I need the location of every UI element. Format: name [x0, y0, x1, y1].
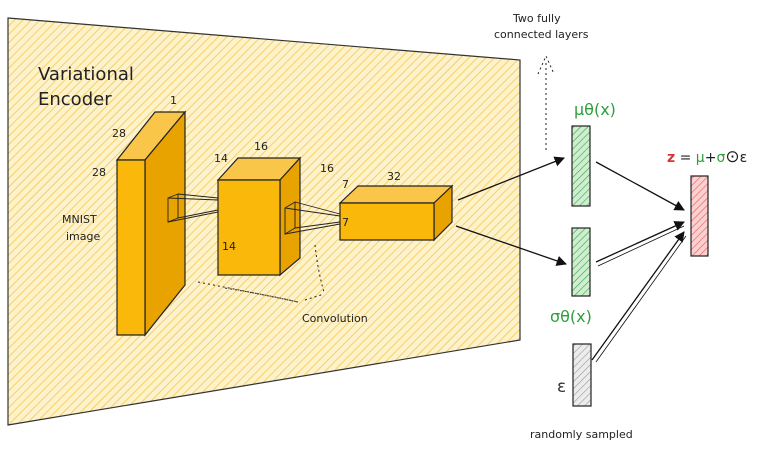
input-label-line2: image [66, 230, 100, 243]
arrow-to-mu [457, 156, 565, 201]
z-eps: ε [740, 150, 748, 166]
input-depth-label: 1 [170, 94, 177, 107]
sigma-label: σθ(x) [550, 307, 592, 326]
mu-label: μθ(x) [574, 100, 616, 119]
fc-label-line1: Two fully [512, 12, 561, 25]
conv2-block [338, 184, 454, 242]
conv2-height2-label: 7 [342, 216, 349, 229]
conv2-depth-label: 32 [387, 170, 401, 183]
conv1-block [216, 156, 302, 277]
z-eq: = [675, 150, 696, 166]
conv2-height-label: 16 [320, 162, 334, 175]
mu-vector-bar [571, 125, 591, 207]
panel-title-line2: Encoder [38, 89, 112, 110]
input-label-line1: MNIST [62, 213, 97, 226]
input-width-label: 28 [112, 127, 126, 140]
conv1-width-label: 14 [214, 152, 228, 165]
fc-label-line2: connected layers [494, 28, 589, 41]
z-formula: z = μ+σ⊙ε [667, 147, 747, 167]
conv1-depth-label: 16 [254, 140, 268, 153]
conv2-width-label: 7 [342, 178, 349, 191]
z-symbol: z [667, 150, 675, 166]
input-layer-block [115, 110, 187, 337]
sigma-vector-bar [571, 227, 591, 297]
input-height-label: 28 [92, 166, 106, 179]
convolution-label: Convolution [302, 312, 368, 325]
arrow-sigma-to-z [595, 221, 685, 263]
kernel-projection-2 [284, 201, 341, 235]
arrow-mu-to-z [595, 161, 685, 211]
kernel-projection-1 [167, 193, 219, 223]
epsilon-label: ε [557, 377, 566, 397]
arrow-sigma-to-z-echo [597, 225, 685, 267]
arrow-to-sigma [455, 225, 567, 266]
convolution-pointers [197, 244, 325, 303]
conv1-height-label: 14 [222, 240, 236, 253]
z-odot: ⊙ [725, 147, 739, 167]
arrow-epsilon-to-z-echo [595, 235, 687, 363]
z-vector-bar [690, 175, 709, 257]
panel-title-line1: Variational [38, 64, 134, 85]
epsilon-vector-bar [572, 343, 592, 407]
random-label: randomly sampled [530, 428, 633, 441]
z-mu: μ [696, 150, 705, 166]
z-plus: + [705, 150, 717, 166]
arrow-epsilon-to-z [591, 231, 685, 361]
fc-annotation-arrow [537, 54, 555, 150]
z-sigma: σ [716, 150, 725, 166]
